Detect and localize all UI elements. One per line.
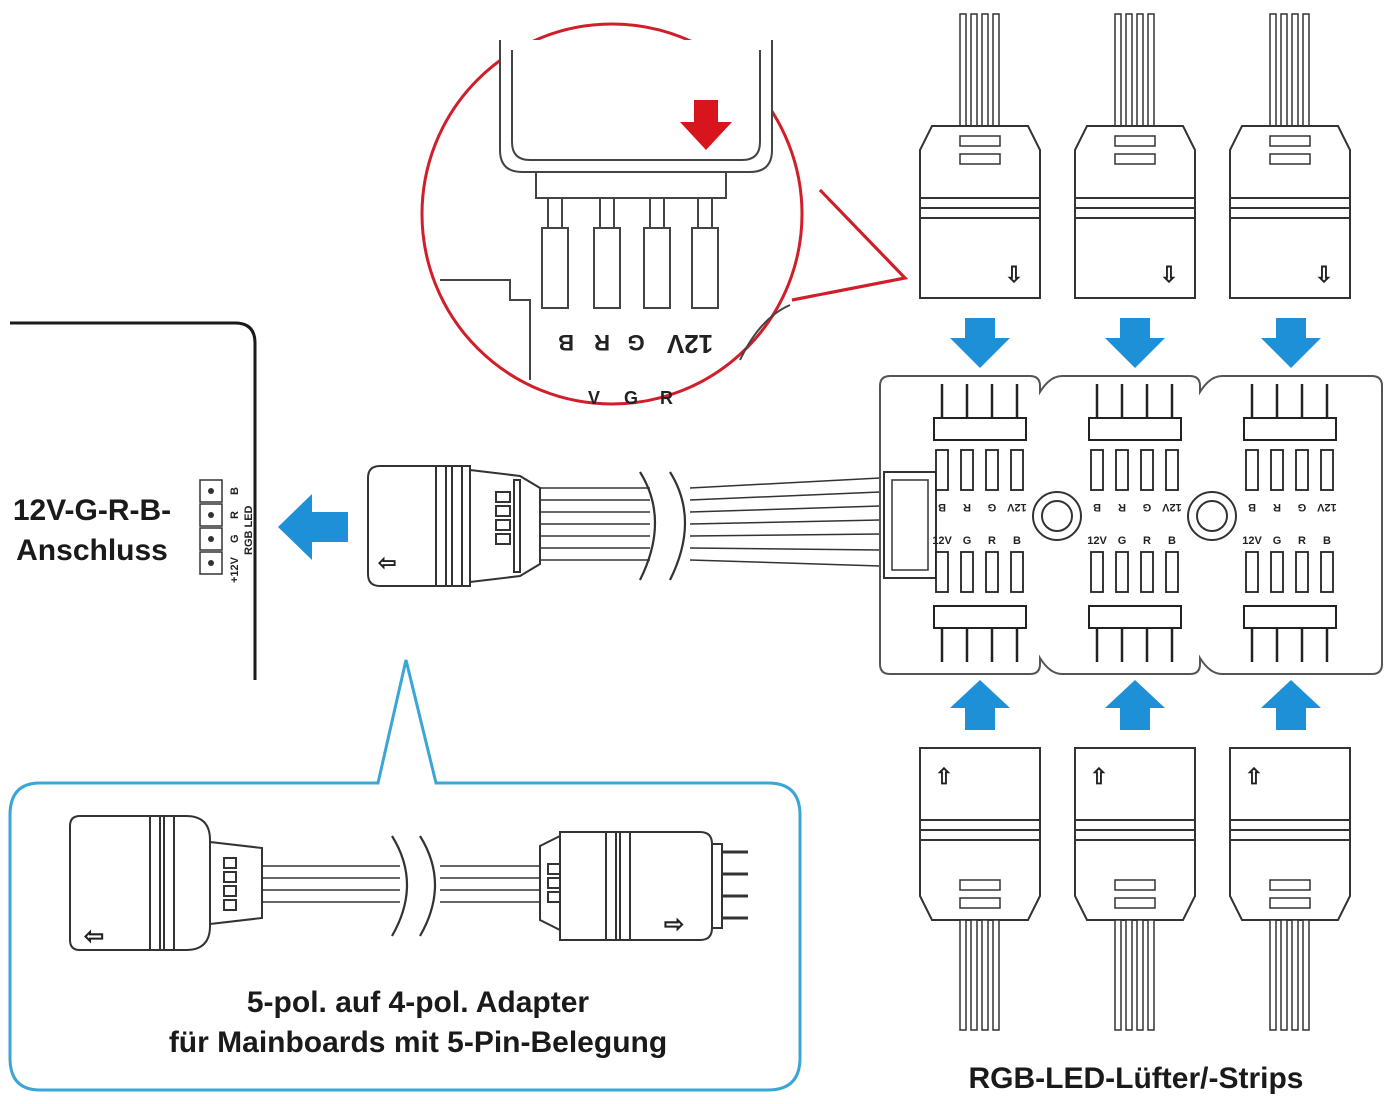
device-connector-top: ⇩ (919, 13, 1041, 299)
zoom-partial-label-r: R (660, 388, 673, 408)
device-connector-top: ⇩ (1229, 13, 1351, 299)
adapter-cable (69, 815, 748, 951)
adapter-callout (8, 659, 802, 1092)
connector-direction-down-icon: ⇩ (1160, 262, 1178, 287)
device-connector-bottom: ⇧ (1074, 747, 1196, 1031)
mainboard-outline (10, 321, 257, 680)
connector-direction-icon: ⇦ (378, 550, 396, 575)
hub-pin-label: 12V (1087, 535, 1107, 547)
hub-pin-label: G (1118, 535, 1127, 547)
connector-direction-down-icon: ⇩ (1005, 262, 1023, 287)
mainboard-rgb-header (199, 479, 223, 575)
zoom-pin-label-r: R (594, 330, 610, 355)
hub-pin-label: 12V (932, 535, 952, 547)
hub-pin-label: G (963, 535, 972, 547)
hub-pin-label: 12V (1242, 535, 1262, 547)
zoom-partial-label-v: V (588, 388, 600, 408)
hub-port-group: 12V G R B 12V G R B 12V G R B 12V G R B 12V G R B 12V G R B (932, 384, 1337, 662)
devices-label: RGB-LED-Lüfter/-Strips (969, 1062, 1304, 1095)
zoom-pin-label-b: B (558, 330, 574, 355)
alert-arrow-down-icon (680, 100, 732, 150)
zoom-pin-label-12v: 12V (666, 329, 713, 359)
adapter-left-direction-icon: ⇦ (84, 923, 104, 950)
zoom-partial-label-g: G (624, 388, 638, 408)
hub-pin-label-inverted: G (1143, 501, 1152, 513)
hub-pin-label-inverted: B (938, 501, 946, 513)
hub-pin-label-inverted: R (1118, 501, 1126, 513)
hub-pin-label-inverted: G (988, 501, 997, 513)
device-connector-group: ⇩ ⇧ ⇩ ⇧ ⇩ ⇧ (919, 13, 1351, 1031)
hub-pin-label-inverted: 12V (1007, 501, 1027, 513)
hub-pin-label-inverted: B (1248, 501, 1256, 513)
hub-pin-label: B (1168, 535, 1176, 547)
hub-port-column: 12V G R B 12V G R B (1087, 384, 1182, 662)
device-connector-bottom: ⇧ (919, 747, 1041, 1031)
flow-arrows-into-hub (950, 318, 1321, 730)
connector-direction-down-icon: ⇩ (1315, 262, 1333, 287)
header-pin-label-12v: +12V (229, 556, 241, 583)
device-connector-bottom: ⇧ (1229, 747, 1351, 1031)
flow-arrow-to-mainboard (278, 494, 348, 560)
hub-pin-label-inverted: R (1273, 501, 1281, 513)
mainboard-label-line2: Anschluss (16, 534, 168, 567)
hub-pin-label: R (988, 535, 996, 547)
hub-pin-label-inverted: 12V (1317, 501, 1337, 513)
hub-pin-label: R (1143, 535, 1151, 547)
header-pin-label-b: B (229, 487, 241, 495)
connector-direction-up-icon: ⇧ (935, 764, 953, 789)
header-pin-label-r: R (229, 511, 241, 519)
hub-pin-label: B (1013, 535, 1021, 547)
hub-pin-label: R (1298, 535, 1306, 547)
header-label-rgb-led: RGB LED (243, 505, 255, 555)
hub-pin-label-inverted: G (1298, 501, 1307, 513)
hub-pin-label: G (1273, 535, 1282, 547)
hub-pin-label: B (1323, 535, 1331, 547)
device-connector-top: ⇩ (1074, 13, 1196, 299)
hub-pin-label-inverted: R (963, 501, 971, 513)
adapter-caption-line1: 5-pol. auf 4-pol. Adapter (247, 986, 590, 1019)
header-pin-label-g: G (229, 534, 241, 543)
zoom-pin-label-g: G (627, 330, 644, 355)
adapter-right-direction-icon: ⇨ (664, 911, 684, 938)
mainboard-label-line1: 12V-G-R-B- (13, 494, 171, 527)
cable-connector-mainboard-side (367, 465, 541, 587)
hub-port-column: 12V G R B 12V G R B (1242, 384, 1337, 662)
connector-direction-up-icon: ⇧ (1245, 764, 1263, 789)
hub-pin-label-inverted: 12V (1162, 501, 1182, 513)
hub-pin-label-inverted: B (1093, 501, 1101, 513)
hub-cable (540, 471, 881, 581)
adapter-caption-line2: für Mainboards mit 5-Pin-Belegung (169, 1026, 667, 1059)
hub-port-column: 12V G R B 12V G R B (932, 384, 1027, 662)
connector-direction-up-icon: ⇧ (1090, 764, 1108, 789)
